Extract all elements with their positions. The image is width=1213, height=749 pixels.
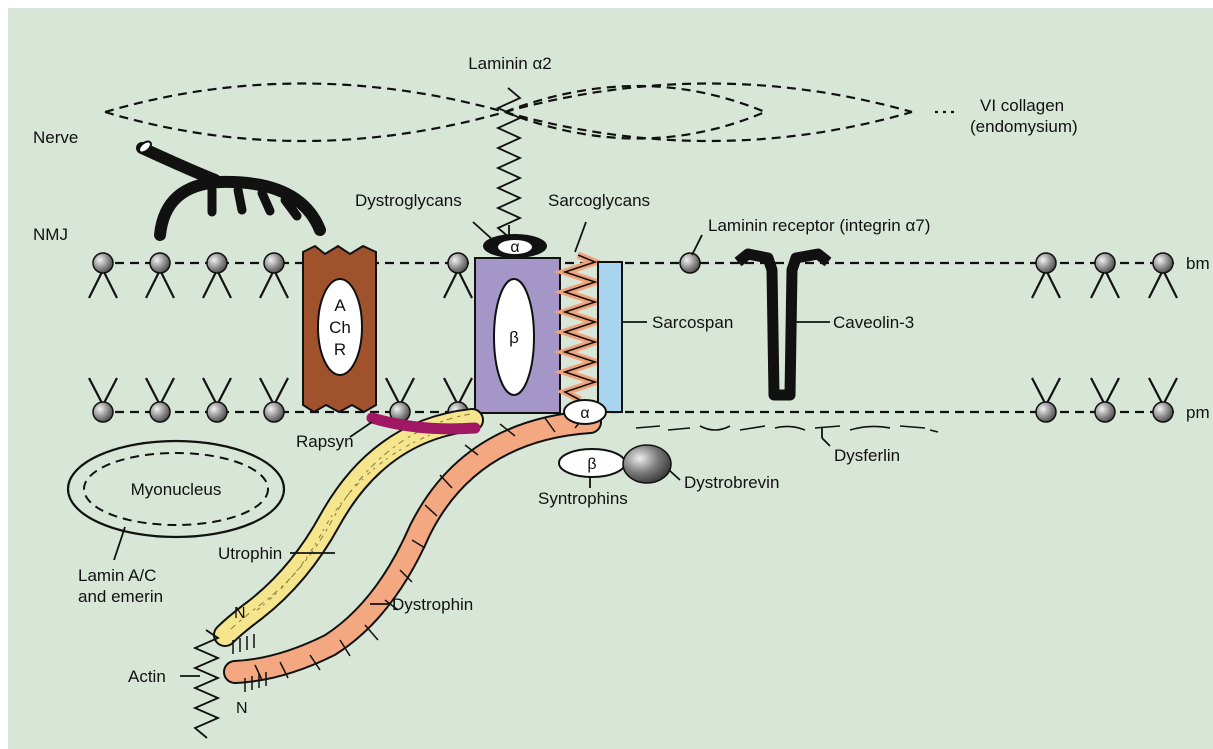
sg-alpha-label: α — [580, 405, 589, 422]
label-and-emerin: and emerin — [78, 587, 163, 606]
label-rapsyn: Rapsyn — [296, 432, 354, 451]
label-bm: bm — [1186, 254, 1210, 273]
label-dysferlin: Dysferlin — [834, 446, 900, 465]
achr-label-r: R — [334, 340, 346, 359]
label-n-utrophin: N — [234, 605, 246, 622]
label-sarcoglycans: Sarcoglycans — [548, 191, 650, 210]
achr-label-a: A — [334, 296, 346, 315]
label-dystroglycans: Dystroglycans — [355, 191, 462, 210]
syn-beta-label: β — [587, 456, 596, 473]
label-endomysium: (endomysium) — [970, 117, 1078, 136]
sarcoglycan-alpha: α — [564, 400, 606, 424]
label-pm: pm — [1186, 403, 1210, 422]
label-actin: Actin — [128, 667, 166, 686]
dystrobrevin-ball — [623, 445, 671, 483]
label-nerve: Nerve — [33, 128, 78, 147]
dg-beta-label: β — [509, 328, 519, 347]
label-syntrophins: Syntrophins — [538, 489, 628, 508]
label-laminin-a2: Laminin α2 — [468, 54, 552, 73]
sarcospan-box — [598, 262, 622, 412]
dg-alpha-label: α — [510, 239, 519, 256]
label-vi-collagen: VI collagen — [980, 96, 1064, 115]
label-myonucleus: Myonucleus — [131, 480, 222, 499]
label-lamin-ac: Lamin A/C — [78, 566, 156, 585]
achr-label-ch: Ch — [329, 318, 351, 337]
label-dystrobrevin: Dystrobrevin — [684, 473, 779, 492]
integrin-a7-ball — [680, 253, 700, 273]
syntrophin: β — [559, 449, 625, 477]
achr-channel: A Ch R — [303, 246, 376, 412]
label-dystrophin: Dystrophin — [392, 595, 473, 614]
label-n-dystrophin: N — [236, 700, 248, 717]
label-utrophin: Utrophin — [218, 544, 282, 563]
label-caveolin-3: Caveolin-3 — [833, 313, 914, 332]
label-laminin-receptor: Laminin receptor (integrin α7) — [708, 216, 930, 235]
label-sarcospan: Sarcospan — [652, 313, 733, 332]
dystroglycan-complex: α β — [475, 234, 560, 413]
label-nmj: NMJ — [33, 225, 68, 244]
